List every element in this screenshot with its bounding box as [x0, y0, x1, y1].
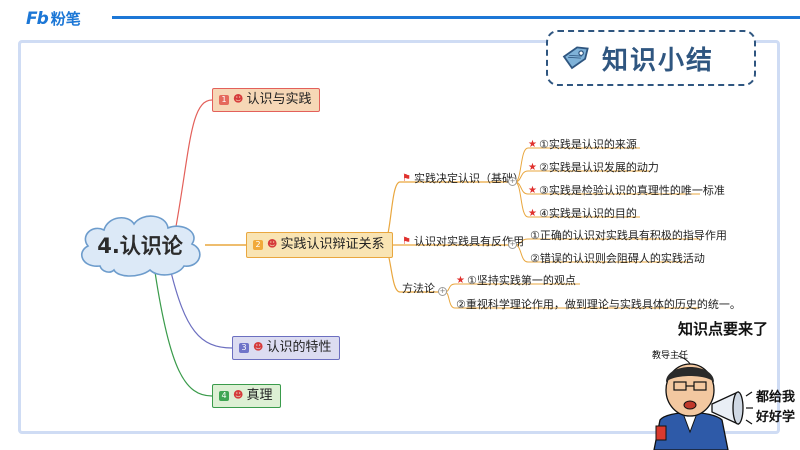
subbranch-practice-decides: ⚑ 实践决定认识（基础）	[402, 172, 524, 186]
collapse-toggle-icon[interactable]: +	[508, 177, 517, 186]
role-label: 教导主任	[652, 351, 689, 361]
shout-line-1: 都给我	[756, 390, 796, 405]
leaf-label: ④实践是认识的目的	[538, 207, 637, 220]
flag-icon: ⚑	[402, 236, 411, 247]
leaf-item: ★ ①坚持实践第一的观点	[456, 274, 576, 288]
branch-node-1: 1 ☻ 认识与实践	[212, 88, 321, 112]
person-icon: ☻	[233, 390, 244, 401]
subbranch-label: 实践决定认识（基础）	[413, 172, 524, 185]
person-icon: ☻	[233, 94, 244, 105]
branch-label: 认识的特性	[266, 340, 332, 355]
star-icon: ★	[528, 162, 537, 173]
leaf-label: ①正确的认识对实践具有积极的指导作用	[530, 229, 727, 242]
leaf-item: ★ ④实践是认识的目的	[528, 207, 637, 221]
subbranch-label: 认识对实践具有反作用	[413, 235, 524, 248]
shout-line-2: 好好学	[756, 410, 796, 425]
leaf-label: ②错误的认识则会阻碍人的实践活动	[530, 252, 705, 265]
branch-number: 4	[219, 391, 229, 401]
star-icon: ★	[456, 275, 465, 286]
collapse-toggle-icon[interactable]: +	[438, 287, 447, 296]
leaf-label: ①坚持实践第一的观点	[466, 274, 576, 287]
cloud-shape	[80, 215, 201, 277]
summary-title: 知识小结	[602, 45, 715, 76]
leaf-item: ★ ①实践是认识的来源	[528, 138, 637, 152]
price-tag-icon	[560, 39, 594, 77]
logo-text: 粉笔	[50, 10, 81, 28]
branch-number: 3	[239, 343, 249, 353]
mascot-illustration: 知识点要来了 教导主任 都给我 好好学	[640, 312, 800, 450]
leaf-item: ★ ③实践是检验认识的真理性的唯一标准	[528, 184, 725, 198]
star-icon: ★	[528, 208, 537, 219]
leaf-label: ①实践是认识的来源	[538, 138, 637, 151]
person-icon: ☻	[267, 239, 278, 250]
branch-node-2: 2 ☻ 实践认识辩证关系	[246, 232, 394, 258]
leaf-label: ②实践是认识发展的动力	[538, 161, 659, 174]
logo-mark: Fb	[26, 8, 49, 29]
leaf-item: ②重视科学理论作用，做到理论与实践具体的历史的统一。	[456, 298, 741, 312]
leaf-item: ①正确的认识对实践具有积极的指导作用	[530, 229, 727, 243]
teacher-figure	[653, 355, 753, 450]
content-frame	[18, 40, 780, 434]
branch-number: 1	[219, 95, 229, 105]
star-icon: ★	[528, 185, 537, 196]
leaf-item: ②错误的认识则会阻碍人的实践活动	[530, 252, 705, 266]
flag-icon: ⚑	[402, 173, 411, 184]
person-icon: ☻	[253, 342, 264, 353]
mascot-caption: 知识点要来了	[678, 320, 769, 338]
branch-label: 实践认识辩证关系	[280, 237, 385, 252]
summary-badge: 知识小结	[546, 30, 756, 86]
subbranch-label: 方法论	[402, 282, 435, 295]
subbranch-reaction: ⚑ 认识对实践具有反作用	[402, 235, 524, 249]
subbranch-methodology: 方法论	[402, 282, 435, 296]
branch-label: 真理	[246, 388, 273, 403]
branch-node-4: 4 ☻ 真理	[212, 384, 282, 408]
branch-number: 2	[253, 240, 263, 250]
leaf-label: ②重视科学理论作用，做到理论与实践具体的历史的统一。	[456, 298, 741, 311]
root-node: 4.认识论	[70, 206, 210, 284]
branch-label: 认识与实践	[246, 92, 312, 107]
leaf-label: ③实践是检验认识的真理性的唯一标准	[538, 184, 725, 197]
fenbi-logo: Fb 粉笔	[26, 8, 81, 29]
collapse-toggle-icon[interactable]: +	[508, 240, 517, 249]
branch-node-3: 3 ☻ 认识的特性	[232, 336, 341, 360]
root-label: 4.认识论	[97, 234, 183, 258]
star-icon: ★	[528, 139, 537, 150]
header-line	[112, 16, 800, 19]
leaf-item: ★ ②实践是认识发展的动力	[528, 161, 659, 175]
